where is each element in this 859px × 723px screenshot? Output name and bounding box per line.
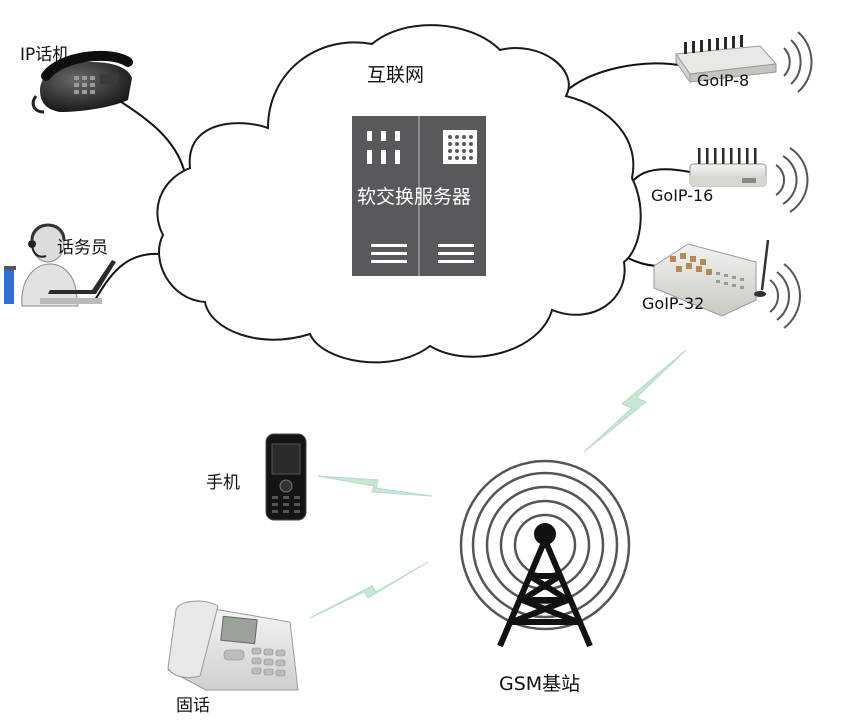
line-goip16 <box>633 168 691 181</box>
lightning-landline-gsm <box>309 561 429 619</box>
goip16-device-icon <box>689 148 767 187</box>
ip-phone-icon <box>31 50 133 114</box>
wireless-links <box>309 349 687 619</box>
gsm-tower-icon <box>459 459 631 648</box>
landline-phone-icon <box>167 600 299 691</box>
mobile-phone-icon <box>265 433 307 521</box>
line-operator <box>94 252 161 301</box>
gsm-label: GSM基站 <box>499 673 581 695</box>
line-goip8 <box>564 62 686 93</box>
goip32-device-icon <box>653 239 770 317</box>
landline-label: 固话 <box>176 696 210 716</box>
goip-wifi-waves <box>769 31 813 329</box>
operator-icon <box>4 223 116 307</box>
mobile-label: 手机 <box>206 473 240 493</box>
line-ip-phone <box>117 99 185 171</box>
broadcast-wave-icon <box>459 459 631 631</box>
connection-lines <box>94 62 691 301</box>
lightning-goip32-gsm <box>583 349 687 453</box>
goip32-label: GoIP-32 <box>642 294 705 313</box>
goip16-label: GoIP-16 <box>651 186 714 205</box>
lightning-mobile-gsm <box>317 475 433 497</box>
server-label: 软交换服务器 <box>357 186 472 208</box>
dot-grid-icon <box>448 135 473 160</box>
cloud-label: 互联网 <box>367 64 425 86</box>
ip-phone-label: IP话机 <box>20 45 70 65</box>
goip8-device-icon <box>675 35 778 84</box>
operator-label: 话务员 <box>57 238 108 258</box>
softswitch-server <box>352 116 486 276</box>
goip8-label: GoIP-8 <box>697 71 750 90</box>
